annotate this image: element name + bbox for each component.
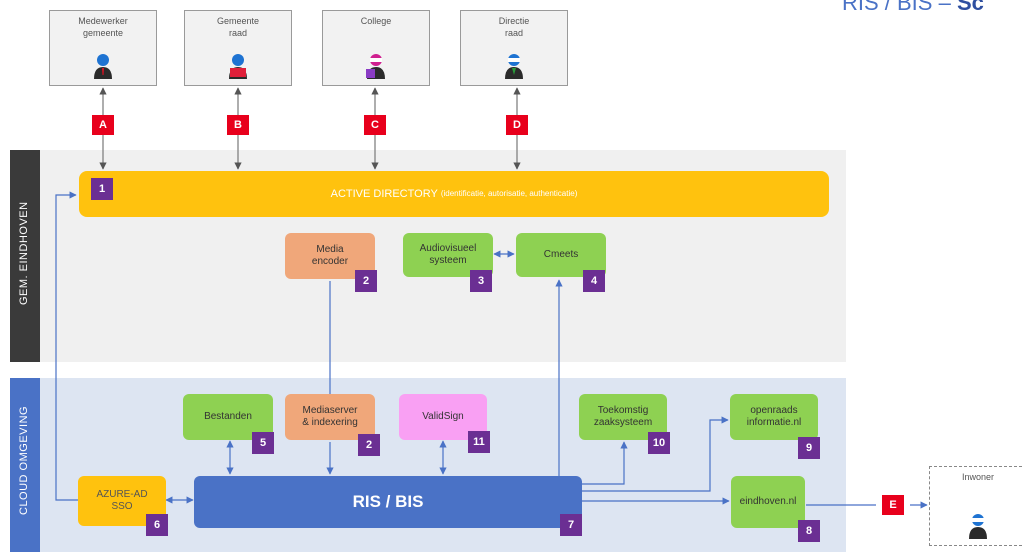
audiovisueel-box: Audiovisueel systeem	[403, 233, 493, 277]
badge-e: E	[882, 495, 904, 515]
title-suffix: Sc	[956, 0, 984, 15]
ris-bis-box: RIS / BIS	[194, 476, 582, 528]
actor-gemeente-raad: Gemeente raad	[184, 10, 292, 86]
person-with-mask-icon	[505, 54, 523, 79]
badge-9: 9	[798, 437, 820, 459]
reading-person-icon	[229, 54, 247, 79]
zaaksysteem-box: Toekomstig zaaksysteem	[579, 394, 667, 440]
badge-11: 11	[468, 431, 490, 453]
actor-label: College	[360, 16, 392, 26]
actor-label: Inwoner	[961, 472, 995, 482]
badge-d: D	[506, 115, 528, 135]
mediaserver-box: Mediaserver & indexering	[285, 394, 375, 440]
actor-label: Gemeente raad	[216, 16, 260, 38]
badge-a: A	[92, 115, 114, 135]
person-icon	[94, 54, 112, 79]
badge-2-encoder: 2	[355, 270, 377, 292]
badge-c: C	[364, 115, 386, 135]
badge-5: 5	[252, 432, 274, 454]
badge-4: 4	[583, 270, 605, 292]
openraads-box: openraads informatie.nl	[730, 394, 818, 440]
cloud-band-tab	[10, 378, 40, 552]
actor-label: Directie raad	[498, 16, 530, 38]
cmeets-box: Cmeets	[516, 233, 606, 277]
badge-8: 8	[798, 520, 820, 542]
active-directory-box: ACTIVE DIRECTORY (identificatie, autoris…	[79, 171, 829, 217]
eindhoven-nl-box: eindhoven.nl	[731, 476, 805, 528]
active-directory-title: ACTIVE DIRECTORY	[330, 188, 438, 200]
internal-band-tab	[10, 150, 40, 362]
person-with-mask-icon	[366, 54, 385, 79]
actor-medewerker-gemeente: Medewerker gemeente	[49, 10, 157, 86]
active-directory-subtitle: (identificatie, autorisatie, authenticat…	[440, 189, 578, 198]
page-title: RIS / BIS – Sc	[842, 0, 984, 16]
badge-10: 10	[648, 432, 670, 454]
title-prefix: RIS / BIS –	[842, 0, 957, 15]
badge-3: 3	[470, 270, 492, 292]
actor-directie-raad: Directie raad	[460, 10, 568, 86]
badge-2-mediaserver: 2	[358, 434, 380, 456]
person-icon	[969, 514, 987, 539]
actor-inwoner: Inwoner	[929, 466, 1024, 546]
actor-college: College	[322, 10, 430, 86]
badge-1: 1	[91, 178, 113, 200]
actor-label: Medewerker gemeente	[78, 16, 128, 38]
badge-b: B	[227, 115, 249, 135]
badge-7: 7	[560, 514, 582, 536]
badge-6: 6	[146, 514, 168, 536]
